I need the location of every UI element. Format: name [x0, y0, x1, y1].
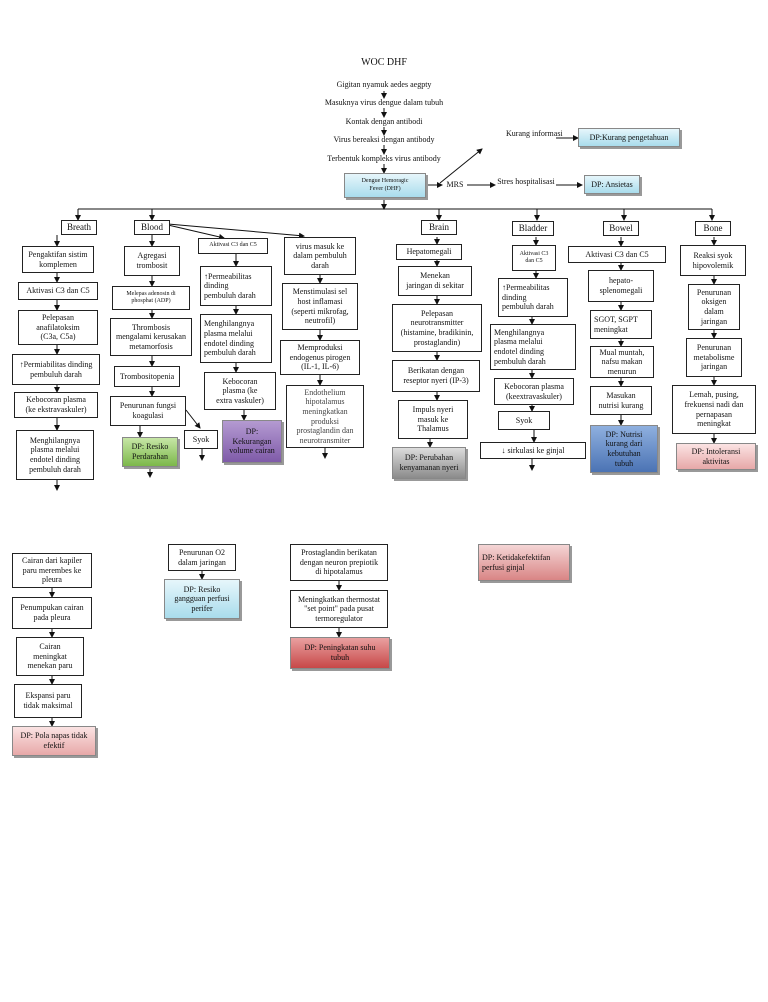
blood-a-step-5: Penurunan fungsi koagulasi — [110, 396, 186, 426]
thermostat-box: Meningkatkan thermostat "set point" pada… — [290, 590, 388, 628]
category-bone: Bone — [695, 221, 731, 236]
blood-syok: Syok — [184, 430, 218, 449]
chain-step-4: Virus bereaksi dengan antibody — [333, 135, 435, 144]
chain-step-1: Gigitan nyamuk aedes aegpty — [336, 80, 432, 89]
blood-a-step-1: Agregasi trombosit — [124, 246, 180, 276]
blood-c-step-2: Menstimulasi sel host inflamasi (seperti… — [282, 283, 358, 330]
blood-c-step-4: Endothelium hipotalamus meningkatkan pro… — [286, 385, 364, 448]
bone-step-2: Penurunan oksigen dalam jaringan — [688, 284, 740, 330]
mrs-label: MRS — [446, 180, 464, 189]
dp-nutrisi-kurang: DP: Nutrisi kurang dari kebutuhan tubuh — [590, 425, 658, 473]
dp-kekurangan-volume-cairan: DP: Kekurangan volume cairan — [222, 420, 282, 463]
bowel-step-5: Masukan nutrisi kurang — [590, 386, 652, 415]
stres-hospitalisasi-label: Stres hospitalisasi — [497, 177, 555, 186]
chain-step-5: Terbentuk kompleks virus antibody — [327, 154, 441, 163]
blood-b-step-3: Menghilangnya plasma melalui endotel din… — [200, 314, 272, 363]
brain-step-5: Impuls nyeri masuk ke Thalamus — [398, 400, 468, 439]
lower-breath-step-3: Cairan meningkat menekan paru — [16, 637, 84, 676]
breath-step-3: Pelepasan anafilatoksim (C3a, C5a) — [18, 310, 98, 345]
blood-c-step-3: Memproduksi endogenus pirogen (IL-1, IL-… — [280, 340, 360, 375]
bladder-step-5: Syok — [498, 411, 550, 430]
lower-breath-step-1: Cairan dari kapiler paru merembes ke ple… — [12, 553, 92, 588]
dp-pola-napas: DP: Pola napas tidak efektif — [12, 726, 96, 756]
chain-step-3: Kontak dengan antibodi — [345, 117, 423, 126]
category-bladder: Bladder — [512, 221, 554, 236]
category-breath: Breath — [61, 220, 97, 235]
bowel-step-1: Aktivasi C3 dan C5 — [568, 246, 666, 263]
lower-breath-step-4: Ekspansi paru tidak maksimal — [14, 684, 82, 718]
dp-ansietas: DP: Ansietas — [584, 175, 640, 194]
prostaglandin-box: Prostaglandin berikatan dengan neuron pr… — [290, 544, 388, 581]
bone-step-4: Lemah, pusing, frekuensi nadi dan pernap… — [672, 385, 756, 434]
dp-resiko-perdarahan: DP: Resiko Perdarahan — [122, 437, 178, 467]
kurang-informasi-label: Kurang informasi — [506, 129, 563, 138]
dp-resiko-perfusi-perifer: DP: Resiko gangguan perfusi perifer — [164, 579, 240, 619]
blood-b-step-1: Aktivasi C3 dan C5 — [198, 238, 268, 254]
penurunan-o2: Penurunan O2 dalam jaringan — [168, 544, 236, 571]
bladder-step-3: Menghilangnya plasma melalui endotel din… — [490, 324, 576, 370]
category-brain: Brain — [421, 220, 457, 235]
brain-step-4: Berikatan dengan reseptor nyeri (IP-3) — [392, 360, 480, 392]
bone-step-3: Penurunan metabolisme jaringan — [686, 338, 742, 377]
breath-step-5: Kebocoran plasma (ke ekstravaskuler) — [14, 392, 98, 418]
category-blood: Blood — [134, 220, 170, 235]
breath-step-4: ↑Permiabilitas dinding pembuluh darah — [12, 354, 100, 385]
lower-breath-step-2: Penumpukan cairan pada pleura — [12, 597, 92, 629]
dhf-box: Dengue Hemoragic Fever (DHF) — [344, 173, 426, 198]
dp-intoleransi-aktivitas: DP: Intoleransi aktivitas — [676, 443, 756, 470]
breath-step-2: Aktivasi C3 dan C5 — [18, 282, 98, 300]
diagram-title: WOC DHF — [361, 57, 407, 68]
bowel-step-2: hepato- splenomegali — [588, 270, 654, 302]
dp-kurang-pengetahuan: DP:Kurang pengetahuan — [578, 128, 680, 147]
dp-peningkatan-suhu: DP: Peningkatan suhu tubuh — [290, 637, 390, 669]
blood-a-step-3: Thrombosis mengalami kerusakan metamorfo… — [110, 318, 192, 356]
brain-step-3: Pelepasan neurotransmitter (histamine, b… — [392, 304, 482, 352]
category-bowel: Bowel — [603, 221, 639, 236]
blood-a-step-2: Melepas adenosin di phosphat (ADP) — [112, 286, 190, 310]
bowel-step-3: SGOT, SGPT meningkat — [590, 310, 652, 339]
bladder-step-2: ↑Permeabilitas dinding pembuluh darah — [498, 278, 568, 317]
breath-step-6: Menghilangnya plasma melalui endotel din… — [16, 430, 94, 480]
brain-step-1: Hepatomegali — [396, 244, 462, 260]
dp-ketidakefektifan-perfusi-ginjal: DP: Ketidakefektifan perfusi ginjal — [478, 544, 570, 581]
bowel-step-4: Mual muntah, nafsu makan menurun — [590, 346, 654, 378]
blood-a-step-4: Trombositopenia — [114, 366, 180, 387]
blood-c-step-1: virus masuk ke dalam pembuluh darah — [284, 237, 356, 275]
dp-perubahan-kenyamanan-nyeri: DP: Perubahan kenyamanan nyeri — [392, 447, 466, 479]
blood-b-step-2: ↑Permeabilitas dinding pembuluh darah — [200, 266, 272, 306]
sirkulasi-ginjal: ↓ sirkulasi ke ginjal — [480, 442, 586, 459]
blood-b-step-4: Kebocoran plasma (ke extra vaskuler) — [204, 372, 276, 410]
breath-step-1: Pengaktifan sistim komplemen — [22, 246, 94, 273]
brain-step-2: Menekan jaringan di sekitar — [398, 266, 472, 296]
bone-step-1: Reaksi syok hipovolemik — [680, 245, 746, 276]
bladder-step-1: Aktivasi C3 dan C5 — [512, 245, 556, 271]
chain-step-2: Masuknya virus dengue dalam tubuh — [324, 98, 444, 107]
bladder-step-4: Kebocoran plasma (keextravaskuler) — [494, 378, 574, 405]
